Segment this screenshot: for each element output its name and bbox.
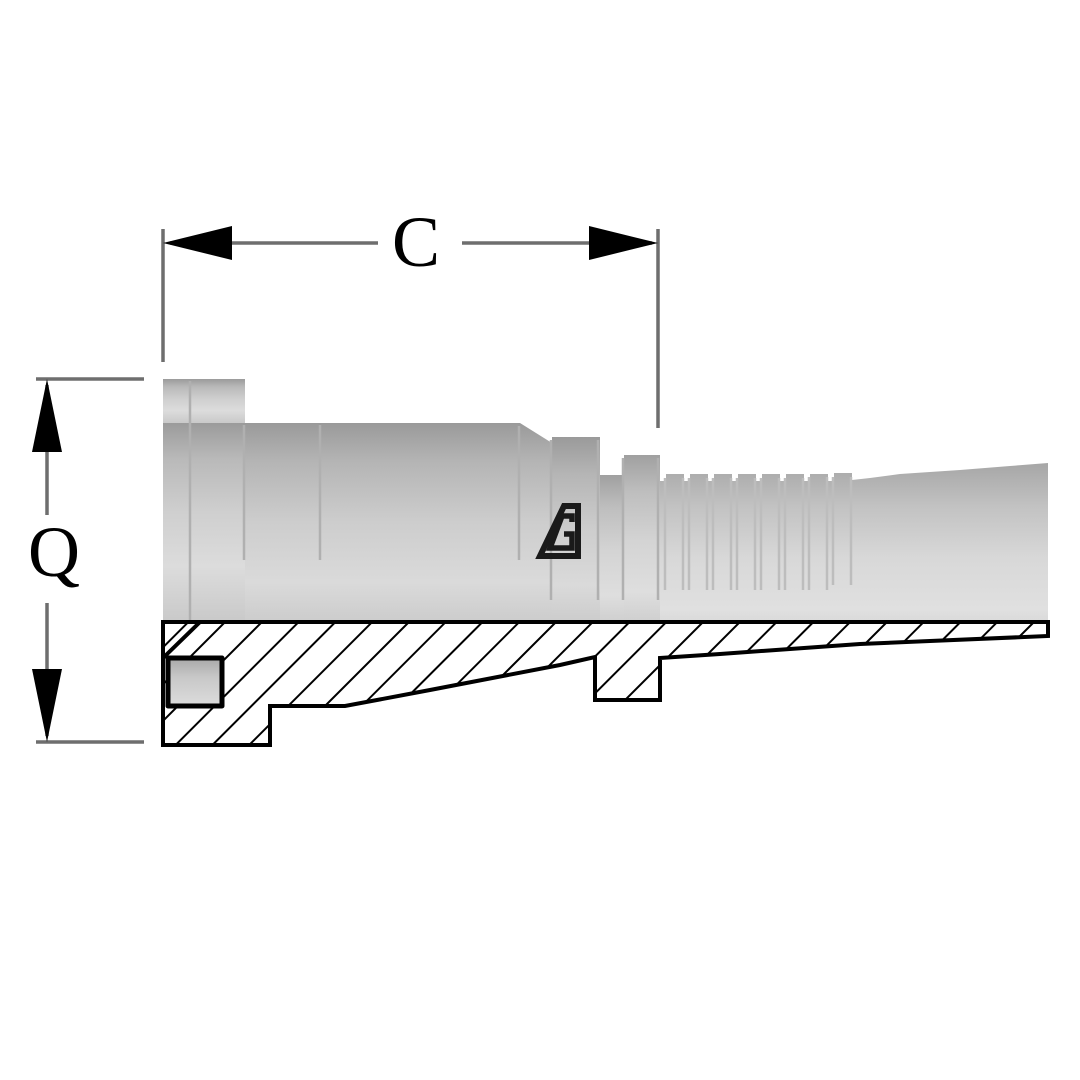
dimension-c — [161, 226, 660, 428]
barb-stem — [660, 463, 1048, 636]
flange-head-lower — [163, 423, 245, 622]
fitting-upper-body — [163, 379, 1048, 636]
barrel-body — [600, 475, 624, 622]
section-inner-chamfer — [161, 620, 202, 660]
dimension-label-q: Q — [28, 512, 80, 592]
barb-seam-lines — [663, 477, 853, 590]
dimension-q — [32, 377, 144, 744]
q-arrowhead-top — [32, 379, 62, 452]
surface-seam-lines — [188, 381, 660, 620]
section-cut-region — [161, 620, 1050, 747]
c-arrowhead-left — [163, 226, 232, 260]
retaining-ring — [624, 455, 660, 622]
gates-g-logo-icon — [535, 503, 581, 559]
flange-foot-pocket — [165, 655, 225, 709]
section-outline — [161, 620, 1050, 747]
q-arrowhead-bottom — [32, 669, 62, 742]
shoulder-step — [245, 423, 552, 622]
c-arrowhead-right — [589, 226, 658, 260]
flange-head — [163, 379, 245, 423]
dimension-label-c: C — [392, 202, 441, 282]
